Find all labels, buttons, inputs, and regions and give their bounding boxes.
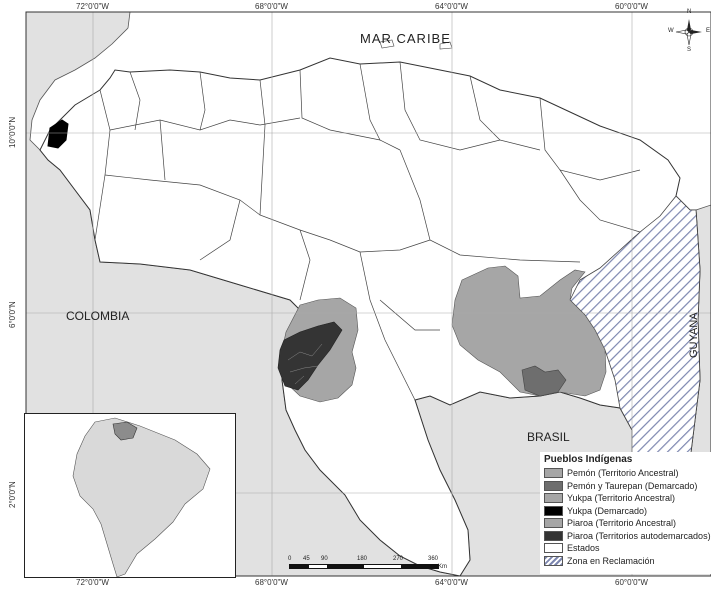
- piaroa-rivers: [287, 343, 323, 385]
- state-boundaries: [94, 61, 641, 401]
- legend-label: Piaroa (Territorios autodemarcados): [567, 530, 711, 541]
- piaroa-self-demarcated: [277, 321, 343, 391]
- legend-item: Pemón y Taurepan (Demarcado): [544, 480, 711, 493]
- coord-left-10n: 10°0'0"N: [8, 116, 17, 148]
- legend-item: Yukpa (Territorio Ancestral): [544, 492, 711, 505]
- legend-swatch: [544, 530, 563, 541]
- legend-label: Yukpa (Demarcado): [567, 505, 648, 516]
- legend: Pueblos Indígenas Pemón (Territorio Ance…: [540, 452, 711, 574]
- inset-svg: [25, 414, 235, 577]
- pemon-taurepan-demarcated: [521, 365, 567, 397]
- compass-n: N: [687, 9, 692, 15]
- coord-bottom-72w: 72°0'0"W: [76, 578, 109, 587]
- coord-bottom-64w: 64°0'0"W: [435, 578, 468, 587]
- sea-label: MAR CARIBE: [360, 31, 451, 46]
- legend-swatch-hatch: [544, 555, 563, 566]
- legend-item: Estados: [544, 542, 711, 555]
- legend-item: Piaroa (Territorios autodemarcados): [544, 530, 711, 543]
- legend-item: Pemón (Territorio Ancestral): [544, 467, 711, 480]
- map-frame: [25, 11, 711, 577]
- legend-title: Pueblos Indígenas: [544, 454, 633, 465]
- legend-label: Pemón (Territorio Ancestral): [567, 468, 679, 479]
- scale-tick: 180: [357, 556, 368, 562]
- scale-tick: 360: [428, 556, 439, 562]
- coord-bottom-60w: 60°0'0"W: [615, 578, 648, 587]
- south-america-inset: [24, 413, 236, 578]
- compass-e: E: [706, 28, 711, 34]
- colombia-label: COLOMBIA: [66, 309, 130, 323]
- legend-swatch: [544, 493, 563, 504]
- legend-swatch: [544, 468, 563, 479]
- pemon-ancestral-territory: [451, 265, 607, 397]
- legend-label: Pemón y Taurepan (Demarcado): [567, 480, 698, 491]
- coord-top-72w: 72°0'0"W: [76, 2, 109, 11]
- compass-w: W: [668, 28, 674, 34]
- coord-top-64w: 64°0'0"W: [435, 2, 468, 11]
- scale-tick: 45: [303, 556, 310, 562]
- legend-item: Piaroa (Territorio Ancestral): [544, 517, 711, 530]
- venezuela-inset: [112, 421, 138, 441]
- legend-swatch: [544, 518, 563, 529]
- north-arrow: N S W E: [668, 9, 710, 53]
- legend-label: Estados: [567, 543, 600, 554]
- islands: [379, 39, 453, 50]
- brasil-label: BRASIL: [527, 430, 570, 444]
- compass-rose-icon: [675, 19, 702, 46]
- scale-tick: 90: [321, 556, 328, 562]
- legend-swatch: [544, 480, 563, 491]
- legend-label: Yukpa (Territorio Ancestral): [567, 493, 676, 504]
- coord-left-2n: 2°0'0"N: [8, 481, 17, 508]
- legend-swatch: [544, 543, 563, 554]
- south-america-outline: [72, 417, 211, 577]
- legend-item: Yukpa (Demarcado): [544, 505, 711, 518]
- scale-tick: 0: [288, 556, 292, 562]
- scale-bar: 0 45 90 180 270 360 Km: [285, 556, 448, 573]
- guyana-label: GUYANA: [688, 312, 700, 358]
- yukpa-demarcated: [47, 119, 69, 149]
- coord-bottom-68w: 68°0'0"W: [255, 578, 288, 587]
- legend-label: Zona en Reclamación: [567, 555, 655, 566]
- scale-unit: Km: [438, 564, 447, 570]
- scale-tick: 270: [393, 556, 404, 562]
- coord-top-60w: 60°0'0"W: [615, 2, 648, 11]
- legend-swatch: [544, 505, 563, 516]
- scale-segments: [289, 564, 439, 569]
- legend-label: Piaroa (Territorio Ancestral): [567, 518, 677, 529]
- coord-top-68w: 68°0'0"W: [255, 2, 288, 11]
- compass-s: S: [687, 47, 692, 53]
- coord-left-6n: 6°0'0"N: [8, 301, 17, 328]
- legend-item: Zona en Reclamación: [544, 555, 711, 568]
